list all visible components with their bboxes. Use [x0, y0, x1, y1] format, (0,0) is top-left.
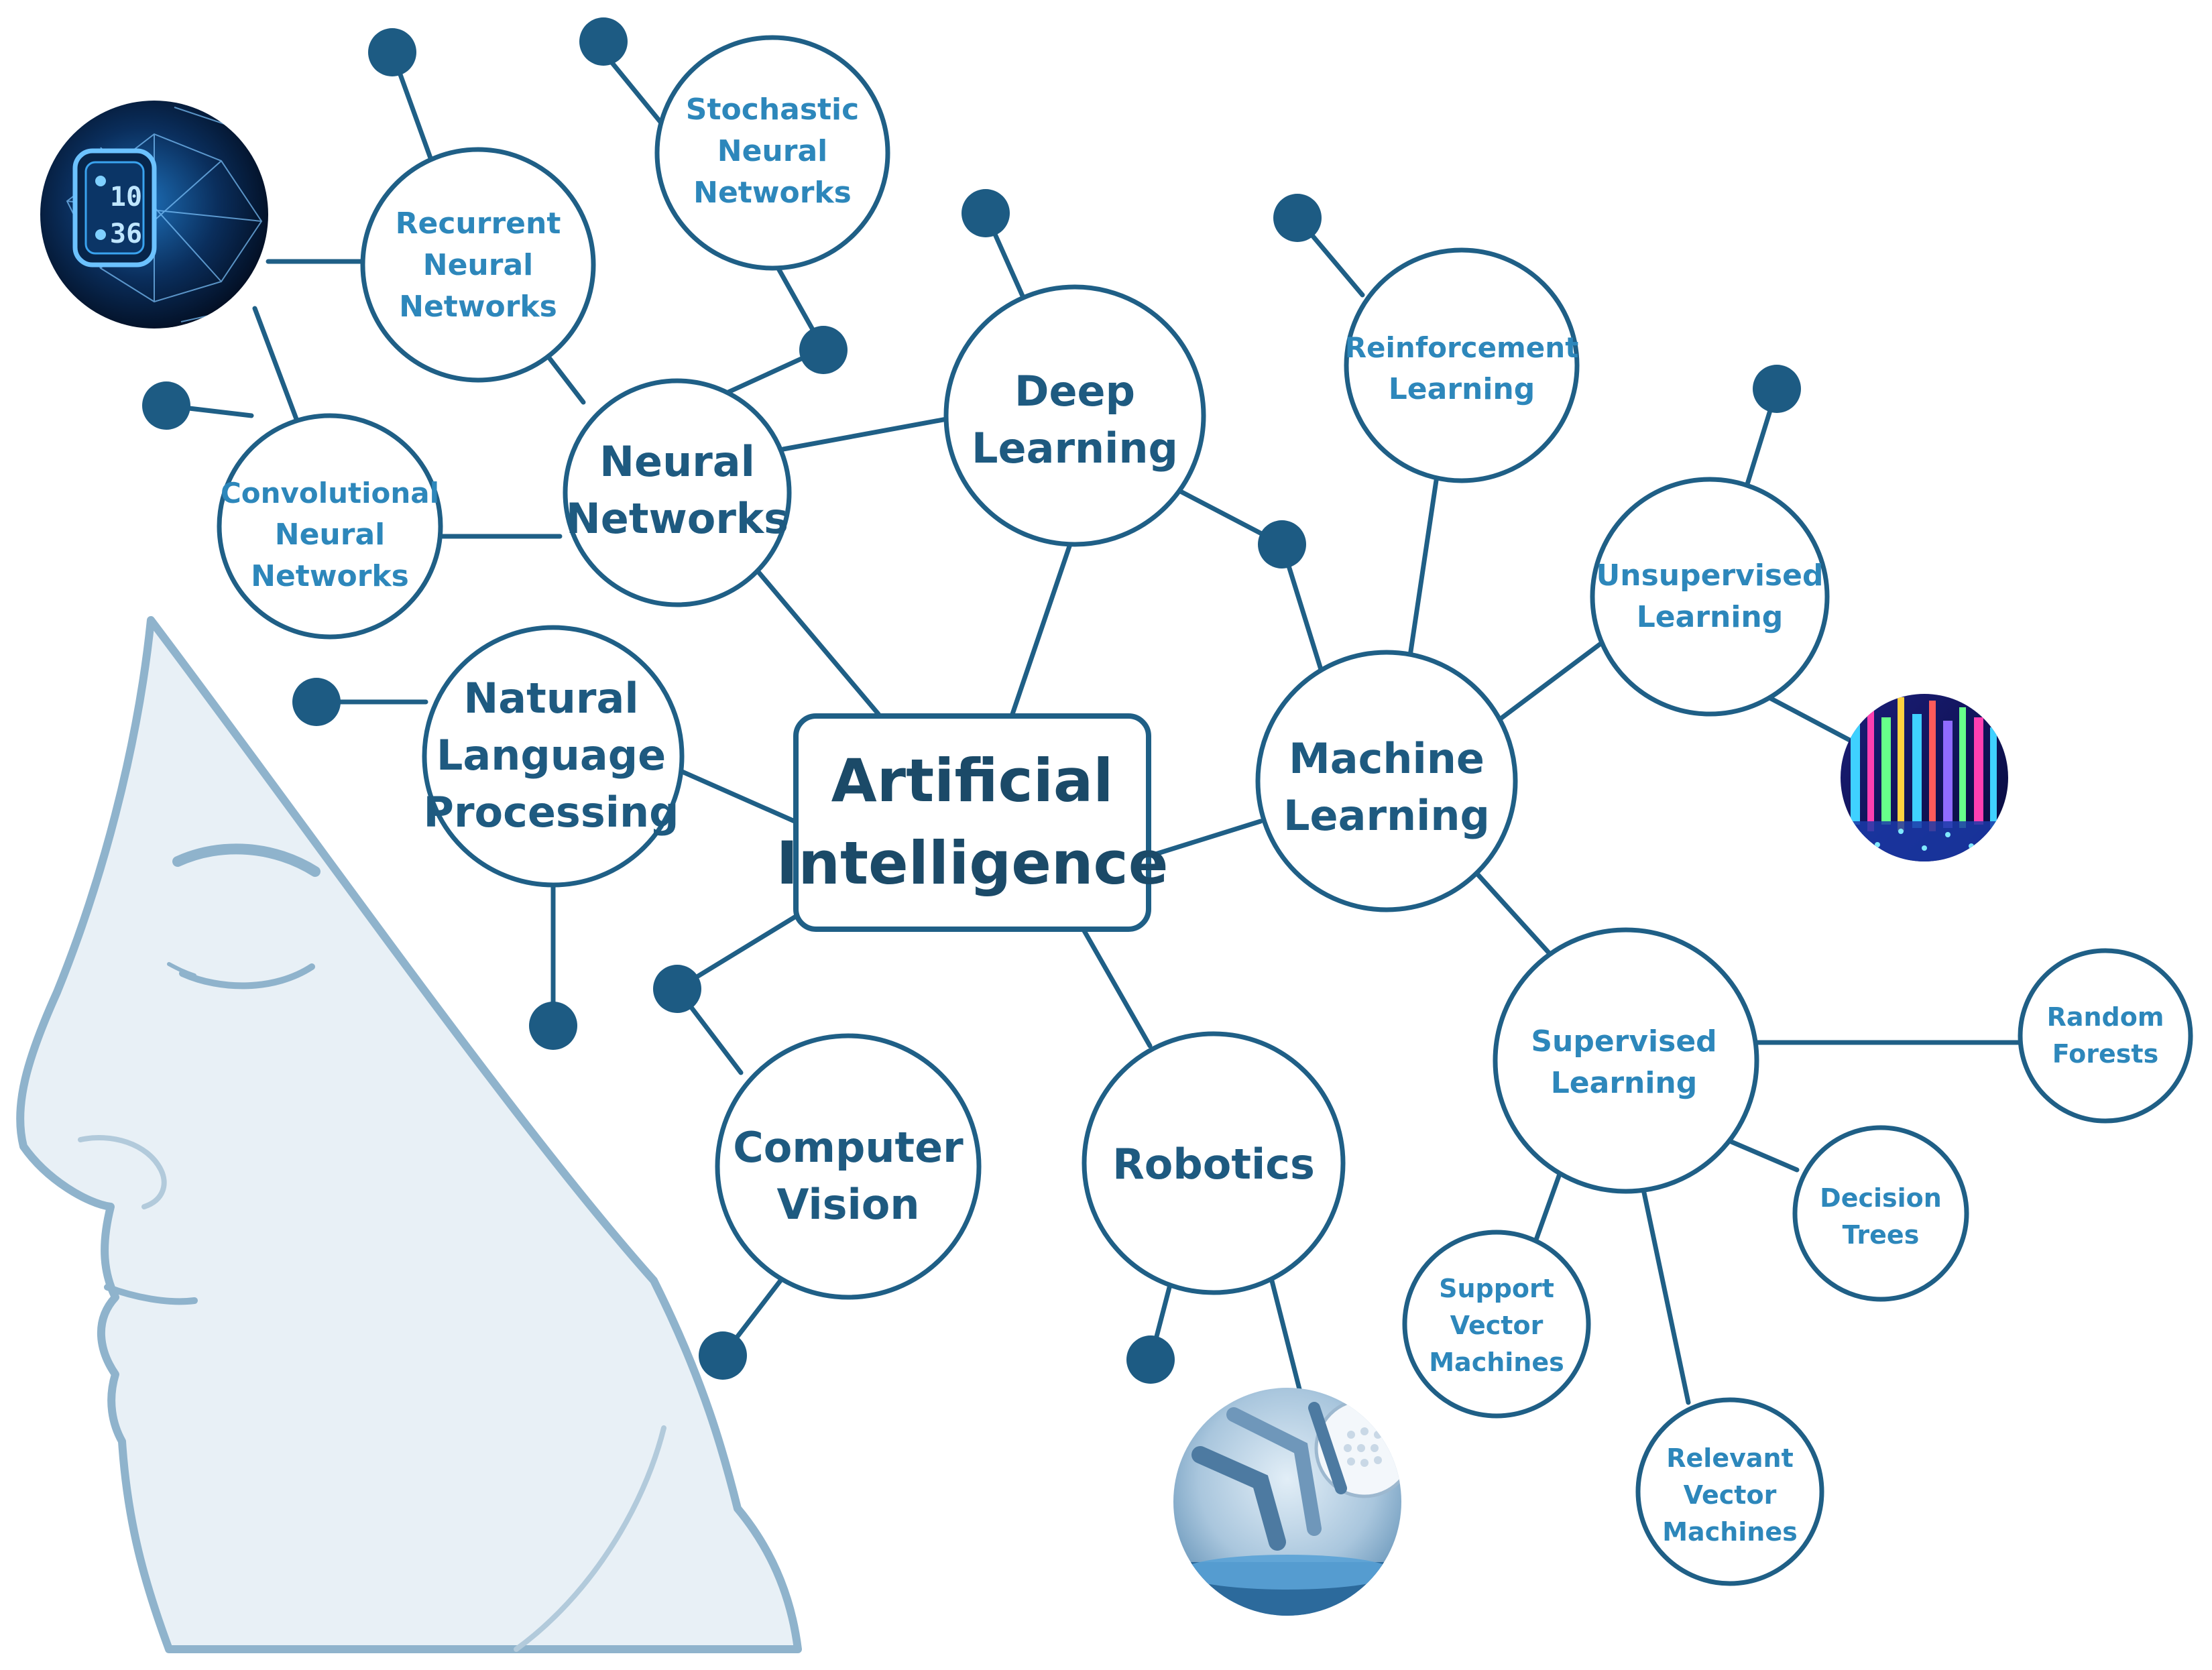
- center-label-line1: Artificial: [831, 746, 1114, 815]
- neural-networks-label-line1: Neural: [599, 437, 755, 486]
- face-profile-illustration: [16, 616, 802, 1653]
- svm-label-line2: Vector: [1450, 1311, 1544, 1340]
- convolutional-nn-label-line2: Neural: [275, 518, 385, 552]
- terminal-dot: [292, 678, 341, 726]
- nlp-label-line1: Natural: [463, 674, 638, 723]
- supervised-label-line1: Supervised: [1531, 1024, 1716, 1059]
- terminal-dot: [1273, 194, 1322, 242]
- node-relevant-vector-machines: [1635, 1397, 1824, 1586]
- terminal-dot: [962, 189, 1010, 237]
- terminal-dots: [142, 17, 1801, 1384]
- node-neural-networks: [563, 378, 792, 607]
- convolutional-nn-label-line3: Networks: [251, 559, 409, 593]
- node-decision-trees: [1792, 1125, 1969, 1302]
- recurrent-nn-label-line3: Networks: [399, 290, 557, 324]
- node-shapes: [217, 35, 2193, 1586]
- node-stochastic-neural-networks: [654, 35, 890, 271]
- node-computer-vision: [715, 1033, 982, 1300]
- neural-networks-label-line2: Networks: [566, 494, 789, 543]
- node-labels: Artificial Intelligence Neural Networks …: [221, 93, 2164, 1547]
- rvm-label-line2: Vector: [1684, 1480, 1777, 1510]
- svm-label-line3: Machines: [1429, 1348, 1564, 1377]
- unsupervised-label-line2: Learning: [1637, 600, 1784, 634]
- node-random-forests: [2018, 948, 2193, 1124]
- decision-trees-label-line1: Decision: [1820, 1183, 1942, 1213]
- deep-learning-label-line2: Learning: [972, 424, 1178, 473]
- terminal-dot: [799, 326, 848, 374]
- node-convolutional-neural-networks: [217, 413, 443, 640]
- smartwatch-network-photo: 10 36: [40, 101, 268, 329]
- stochastic-nn-label-line1: Stochastic: [686, 93, 859, 127]
- random-forests-label-line2: Forests: [2052, 1039, 2158, 1069]
- stochastic-nn-label-line2: Neural: [717, 134, 827, 168]
- unsupervised-label-line1: Unsupervised: [1596, 558, 1824, 593]
- node-reinforcement-learning: [1344, 247, 1580, 483]
- node-machine-learning: [1255, 650, 1518, 912]
- node-recurrent-neural-networks: [360, 147, 596, 383]
- computer-vision-label-line1: Computer: [733, 1123, 964, 1172]
- svm-label-line1: Support: [1439, 1274, 1554, 1303]
- center-label-line2: Intelligence: [776, 829, 1169, 898]
- node-natural-language-processing: [422, 625, 685, 888]
- deep-learning-label-line1: Deep: [1014, 367, 1135, 416]
- terminal-dot: [1126, 1335, 1175, 1384]
- terminal-dot: [142, 381, 190, 430]
- stochastic-nn-label-line3: Networks: [693, 176, 852, 210]
- terminal-dot: [579, 17, 628, 66]
- smartwatch-time-hours: 10: [110, 182, 142, 213]
- decision-trees-label-line2: Trees: [1843, 1220, 1920, 1250]
- node-robotics: [1082, 1031, 1346, 1295]
- machine-learning-label-line2: Learning: [1283, 791, 1490, 840]
- recurrent-nn-label-line1: Recurrent: [396, 206, 561, 241]
- node-support-vector-machines: [1402, 1230, 1591, 1419]
- node-deep-learning: [943, 284, 1206, 547]
- machine-learning-label-line1: Machine: [1289, 734, 1485, 783]
- terminal-dot: [699, 1331, 747, 1380]
- neon-data-bars-photo: [1841, 694, 2008, 861]
- terminal-dot: [653, 965, 701, 1013]
- recurrent-nn-label-line2: Neural: [423, 248, 533, 282]
- terminal-dot: [529, 1002, 577, 1050]
- nlp-label-line3: Processing: [424, 788, 679, 837]
- supervised-label-line2: Learning: [1551, 1066, 1698, 1100]
- terminal-dot: [368, 28, 416, 76]
- robotics-label: Robotics: [1112, 1140, 1315, 1189]
- nlp-label-line2: Language: [436, 731, 666, 780]
- node-artificial-intelligence: [793, 713, 1151, 932]
- smartwatch-time-minutes: 36: [110, 219, 142, 249]
- random-forests-label-line1: Random: [2047, 1002, 2164, 1032]
- rvm-label-line3: Machines: [1662, 1517, 1798, 1547]
- reinforcement-label-line2: Learning: [1389, 372, 1535, 406]
- convolutional-nn-label-line1: Convolutional: [221, 477, 439, 510]
- reinforcement-label-line1: Reinforcement: [1345, 331, 1579, 364]
- terminal-dot: [1258, 520, 1306, 569]
- surgical-robot-photo: [1173, 1388, 1401, 1616]
- terminal-dot: [1753, 365, 1801, 413]
- rvm-label-line1: Relevant: [1666, 1443, 1793, 1473]
- node-unsupervised-learning: [1590, 477, 1830, 717]
- computer-vision-label-line2: Vision: [776, 1180, 919, 1229]
- node-supervised-learning: [1493, 927, 1759, 1194]
